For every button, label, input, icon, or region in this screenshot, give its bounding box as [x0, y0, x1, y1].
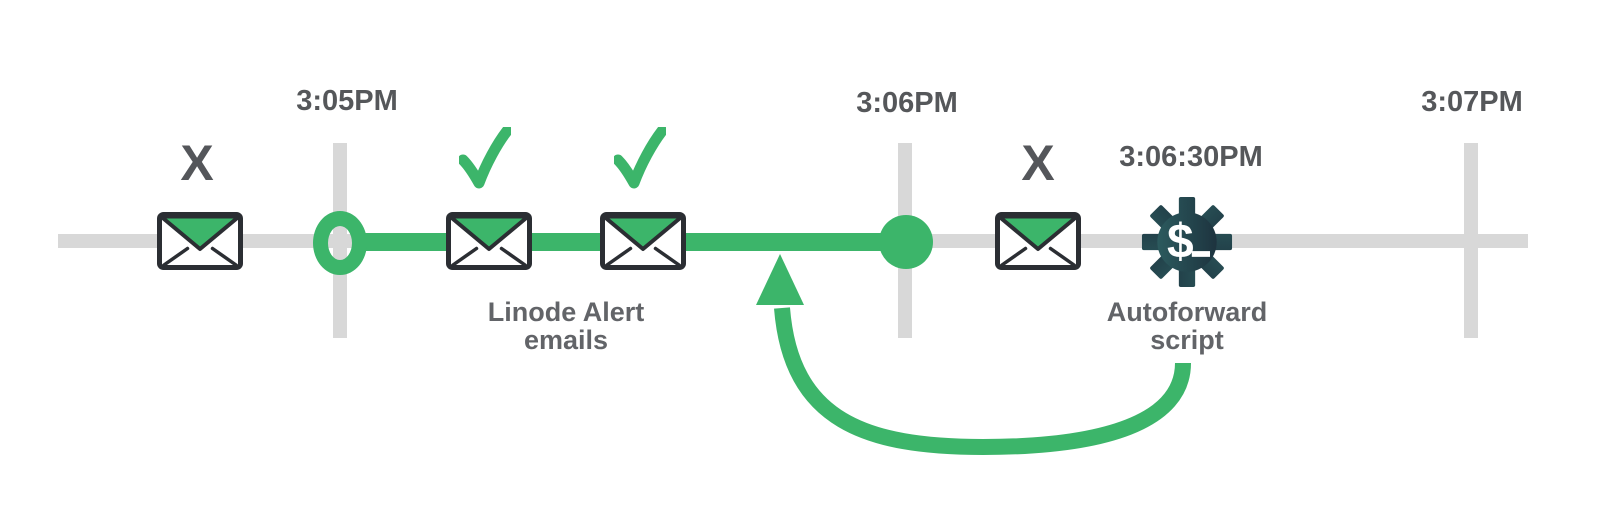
- shell-prompt-underscore-glyph: [1191, 251, 1210, 257]
- autoforward-gear-icon: $: [1141, 196, 1233, 288]
- timestamp-3-05pm: 3:05PM: [296, 85, 398, 117]
- label-line: script: [1150, 325, 1224, 355]
- check-icon: [459, 127, 511, 189]
- envelope-icon: [157, 212, 243, 270]
- timestamp-3-06-30pm: 3:06:30PM: [1119, 141, 1263, 173]
- failed-email-x-mark: X: [1021, 135, 1055, 191]
- shell-prompt-dollar-glyph: $: [1167, 215, 1194, 268]
- check-icon: [614, 127, 666, 189]
- arrowhead-icon: [756, 254, 804, 305]
- label-line: emails: [523, 325, 609, 355]
- tick-3-07pm: [1464, 143, 1478, 338]
- timeline-end-dot: [879, 215, 933, 269]
- label-line: Autoforward: [1106, 297, 1268, 327]
- envelope-icon: [995, 212, 1081, 270]
- timeline-start-ring: [313, 211, 367, 275]
- label-linode-alert-emails: Linode Alert emails: [488, 298, 645, 354]
- envelope-icon: [446, 212, 532, 270]
- label-line: Linode Alert: [487, 297, 645, 327]
- envelope-icon: [600, 212, 686, 270]
- label-autoforward-script: Autoforward script: [1107, 298, 1267, 354]
- timestamp-3-07pm: 3:07PM: [1421, 86, 1523, 118]
- timestamp-3-06pm: 3:06PM: [856, 87, 958, 119]
- failed-email-x-mark: X: [180, 135, 214, 191]
